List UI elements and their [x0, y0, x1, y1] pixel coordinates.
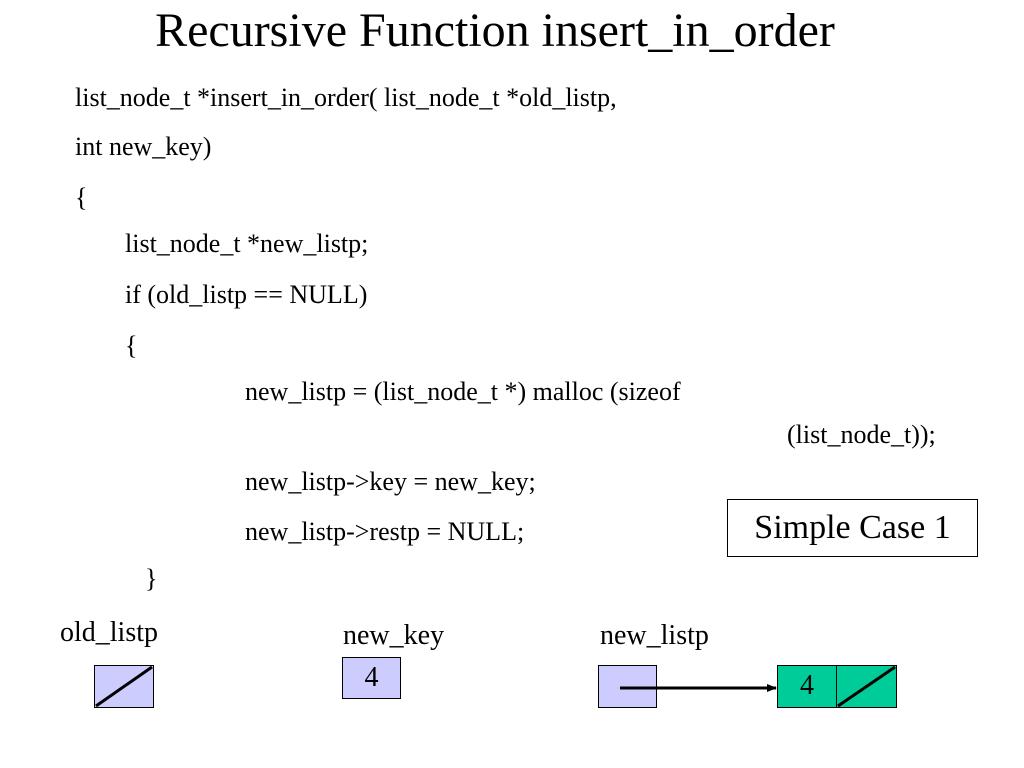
code-line-parameter: int new_key) — [75, 132, 212, 161]
new-key-value: 4 — [364, 662, 379, 693]
code-line-malloc: new_listp = (list_node_t *) malloc (size… — [245, 377, 681, 406]
old-listp-null-slash — [95, 665, 153, 708]
restp-null-slash — [837, 665, 896, 708]
code-line-malloc-continued: (list_node_t)); — [787, 420, 936, 449]
slide-title: Recursive Function insert_in_order — [155, 4, 835, 57]
list-node-key-cell: 4 — [777, 665, 837, 708]
code-line-assign-key: new_listp->key = new_key; — [245, 467, 536, 496]
code-line-declaration: list_node_t *new_listp; — [125, 229, 369, 258]
code-line-signature: list_node_t *insert_in_order( list_node_… — [75, 83, 617, 112]
code-line-if-open-brace: { — [125, 331, 138, 360]
code-line-if-condition: if (old_listp == NULL) — [125, 280, 368, 309]
new-key-value-cell: 4 — [342, 657, 401, 699]
code-line-close-brace: } — [145, 564, 158, 593]
code-line-assign-restp: new_listp->restp = NULL; — [245, 517, 525, 546]
new-key-label: new_key — [343, 620, 445, 651]
old-listp-label: old_listp — [60, 617, 159, 648]
code-line-open-brace: { — [75, 183, 88, 212]
new-listp-label: new_listp — [600, 620, 709, 651]
simple-case-label: Simple Case 1 — [727, 499, 978, 557]
list-node-key-value: 4 — [800, 670, 814, 701]
